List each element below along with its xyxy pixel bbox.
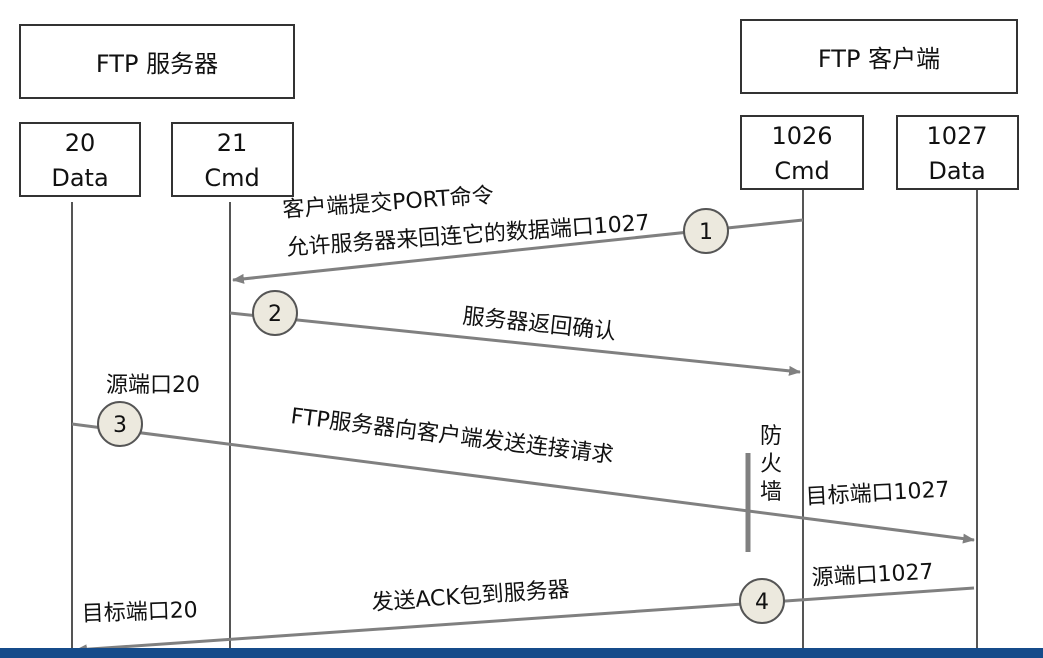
step3-dest-port: 目标端口1027 xyxy=(805,477,950,510)
step4-arrow xyxy=(75,586,975,655)
step2-badge: 2 xyxy=(252,290,298,336)
client-host-label: FTP 客户端 xyxy=(818,45,940,73)
step1-label-line1: 客户端提交PORT命令 xyxy=(282,183,495,223)
port-box-client-data: 1027 Data xyxy=(896,115,1019,190)
step2-number: 2 xyxy=(268,302,282,327)
server-host-label: FTP 服务器 xyxy=(96,50,218,78)
step4-number: 4 xyxy=(755,590,769,615)
step4-badge: 4 xyxy=(739,578,785,624)
port-number: 21 xyxy=(217,129,248,157)
step4-label: 发送ACK包到服务器 xyxy=(371,577,571,616)
port-number: 1027 xyxy=(926,122,987,150)
server-host-box: FTP 服务器 xyxy=(19,24,295,99)
port-kind: Data xyxy=(928,157,985,185)
port-box-server-cmd: 21 Cmd xyxy=(171,122,294,197)
port-kind: Data xyxy=(51,164,108,192)
firewall-char-3: 墙 xyxy=(760,480,782,505)
step3-badge: 3 xyxy=(97,401,143,447)
step4-dest-port: 目标端口20 xyxy=(81,598,198,627)
bottom-bar xyxy=(0,648,1043,658)
port-box-server-data: 20 Data xyxy=(19,122,141,197)
step3-arrow xyxy=(71,422,975,544)
step1-badge: 1 xyxy=(683,208,729,254)
port-number: 1026 xyxy=(771,122,832,150)
step4-source-port: 源端口1027 xyxy=(811,560,934,591)
step3-number: 3 xyxy=(113,413,127,438)
port-kind: Cmd xyxy=(774,157,829,185)
client-host-box: FTP 客户端 xyxy=(740,19,1018,94)
firewall-char-2: 火 xyxy=(760,452,782,477)
firewall-char-1: 防 xyxy=(760,424,782,449)
step2-arrow xyxy=(229,311,801,376)
step3-source-port: 源端口20 xyxy=(106,373,200,398)
port-number: 20 xyxy=(65,129,96,157)
step1-number: 1 xyxy=(699,220,713,245)
port-box-client-cmd: 1026 Cmd xyxy=(740,115,864,190)
port-kind: Cmd xyxy=(204,164,259,192)
